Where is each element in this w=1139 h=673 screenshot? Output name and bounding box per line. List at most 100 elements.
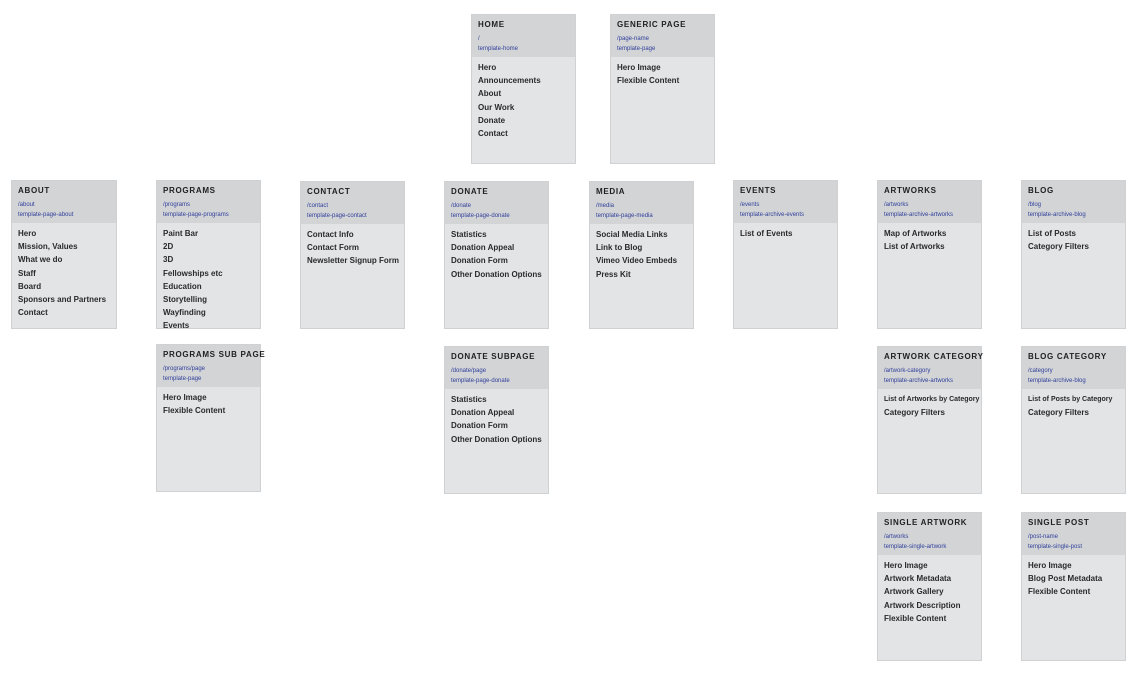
card-path: /programs	[163, 202, 191, 208]
card-header: GENERIC PAGE/page-name template-page	[611, 15, 714, 57]
card-item: Press Kit	[596, 269, 631, 279]
page-card-artwork-category: ARTWORK CATEGORY/artwork-category templat…	[877, 346, 984, 494]
card-item: Contact Info	[307, 230, 354, 239]
card-title: MEDIA	[596, 187, 626, 196]
card-template: template-page-about	[18, 212, 74, 218]
card-item: Contact Form	[307, 243, 359, 253]
card-item: Contact	[478, 129, 508, 139]
card-item: List of Artworks by Category	[884, 396, 980, 403]
card-title: SINGLE ARTWORK	[884, 518, 968, 527]
card-template: template-page-media	[596, 213, 653, 219]
card-path: /post-name	[1028, 534, 1059, 540]
card-item: Hero	[18, 229, 37, 238]
card-header: ARTWORK CATEGORY/artwork-category templat…	[878, 347, 984, 389]
card-template: template-single-artwork	[884, 544, 947, 550]
card-path: /artwork-category	[884, 368, 931, 374]
card-template: template-archive-events	[740, 212, 805, 218]
card-path: /	[478, 36, 480, 42]
card-item: Flexible Content	[617, 76, 680, 86]
card-item: Flexible Content	[884, 613, 947, 623]
card-template: template-page-donate	[451, 213, 510, 219]
card-path: /about	[18, 202, 35, 208]
card-path: /programs/page	[163, 366, 206, 372]
card-item: List of Posts by Category	[1028, 396, 1113, 403]
card-template: template-page	[617, 46, 656, 52]
card-title: DONATE SUBPAGE	[451, 352, 536, 361]
card-template: template-archive-blog	[1028, 378, 1086, 384]
card-item: Announcements	[478, 76, 541, 86]
card-item: Flexible Content	[1028, 587, 1091, 597]
card-template: template-archive-artworks	[884, 378, 954, 384]
card-item: Other Donation Options	[451, 269, 542, 279]
card-item: Hero Image	[163, 393, 207, 402]
card-header: MEDIA/media template-page-media	[590, 182, 693, 224]
card-item: Hero	[478, 63, 497, 72]
card-path: /category	[1028, 368, 1053, 374]
card-title: CONTACT	[307, 187, 351, 196]
card-item: Category Filters	[1028, 408, 1089, 418]
card-item: Other Donation Options	[451, 434, 542, 444]
card-item: Sponsors and Partners	[18, 295, 107, 305]
card-item: Map of Artworks	[884, 229, 947, 238]
card-item: Mission, Values	[18, 242, 78, 252]
card-item: Blog Post Metadata	[1028, 574, 1103, 584]
card-item: Board	[18, 281, 42, 291]
card-title: EVENTS	[740, 186, 777, 195]
card-title: ARTWORK CATEGORY	[884, 352, 984, 361]
card-item: Education	[163, 281, 202, 291]
card-item: Artwork Metadata	[884, 574, 952, 584]
card-path: /artworks	[884, 534, 909, 540]
card-item: Donation Form	[451, 256, 508, 266]
card-title: ARTWORKS	[884, 186, 937, 195]
card-path: /page-name	[617, 36, 650, 42]
card-item: Artwork Description	[884, 600, 961, 610]
card-item: Our Work	[478, 102, 515, 112]
card-item: 3D	[163, 255, 174, 265]
page-card-artworks: ARTWORKS/artworks template-archive-artwor…	[877, 180, 982, 329]
card-path: /donate/page	[451, 368, 487, 374]
card-item: Link to Blog	[596, 243, 643, 253]
card-template: template-page-donate	[451, 378, 510, 384]
card-template: template-single-post	[1028, 544, 1083, 550]
card-body: List of Events	[734, 223, 837, 240]
card-header: HOME/template-home	[472, 15, 575, 57]
card-template: template-archive-blog	[1028, 212, 1086, 218]
card-item: Vimeo Video Embeds	[596, 256, 678, 266]
card-path: /artworks	[884, 202, 909, 208]
card-item: List of Posts	[1028, 229, 1077, 238]
card-title: GENERIC PAGE	[617, 20, 687, 29]
card-item: Staff	[18, 268, 36, 278]
card-item: Wayfinding	[163, 308, 206, 318]
card-header: ARTWORKS/artworks template-archive-artwor…	[878, 181, 981, 223]
card-item: Fellowships etc	[163, 268, 223, 278]
card-item: 2D	[163, 242, 174, 252]
card-template: template-archive-artworks	[884, 212, 954, 218]
card-item: Donation Appeal	[451, 408, 515, 418]
card-item: Donate	[478, 115, 506, 125]
card-template: template-page	[163, 376, 202, 382]
card-path: /media	[596, 203, 615, 209]
card-item: List of Artworks	[884, 242, 945, 252]
